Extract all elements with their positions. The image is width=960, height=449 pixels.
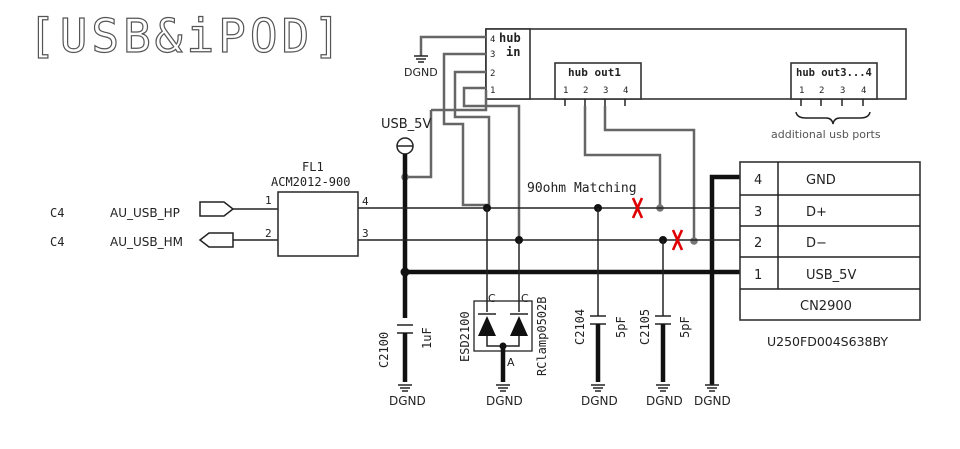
hub-in-pin3-wire: [442, 52, 489, 208]
hm-net-label: AU_USB_HM: [110, 235, 183, 249]
cut-marker-dminus: [671, 229, 684, 251]
hm-port-arrow: [198, 232, 234, 248]
hub-in-pin-4: 4: [490, 35, 495, 45]
cn-pin-name-gnd: GND: [806, 173, 836, 188]
c2104-value: 5pF: [614, 316, 628, 338]
c2100-value: 1uF: [420, 327, 434, 349]
fl1-body: [277, 191, 359, 257]
fl1-pin4: 4: [362, 195, 369, 208]
cn-pin-num-1: 1: [754, 268, 762, 283]
junction-dminus-rework: [690, 237, 698, 245]
esd-diode-2: [510, 316, 528, 336]
hub-out34-pin-1: 1: [799, 86, 804, 96]
dgnd-symbol-esd: DGND: [486, 384, 523, 408]
c2100-capacitor: C2100 1uF: [377, 324, 434, 382]
dgnd-symbol-c2104: DGND: [581, 384, 618, 408]
hub-gnd-wire: [419, 35, 486, 56]
hub-in-pin-3: 3: [490, 50, 495, 60]
hub-in-pin2-wire: [453, 70, 491, 208]
cn-pin-num-2: 2: [754, 236, 762, 251]
hub-in-port: [485, 28, 531, 100]
esd-ref: ESD2100: [458, 311, 472, 362]
c2104-ref: C2104: [573, 309, 587, 345]
hub-out34-pin-3: 3: [840, 86, 845, 96]
cn-pin-num-4: 4: [754, 173, 762, 188]
hub-usb5v-wire: [405, 110, 433, 179]
hub-out1-pin-3: 3: [603, 86, 608, 96]
hp-port-arrow: [199, 201, 235, 217]
cn-pin-name-dplus: D+: [806, 205, 827, 220]
hp-net-label: AU_USB_HP: [110, 206, 180, 220]
c2104-capacitor: C2104 5pF: [573, 208, 628, 382]
hub-out1-port: [554, 62, 642, 100]
hub-out34-pin-2: 2: [819, 86, 824, 96]
dgnd-symbol-connector: DGND: [694, 384, 731, 408]
hub-out34-label: hub out3...4: [796, 67, 872, 79]
svg-text:DGND: DGND: [646, 394, 683, 408]
c2105-value: 5pF: [678, 316, 692, 338]
esd-diode-1: [478, 316, 496, 336]
hp-sheet-ref: C4: [50, 206, 64, 220]
svg-text:DGND: DGND: [694, 394, 731, 408]
hub-out34-pin-4: 4: [861, 86, 866, 96]
hub-out34-port: [790, 62, 878, 100]
hub-in-label-1: hub: [499, 31, 521, 45]
fl1-pin1: 1: [265, 194, 272, 207]
cn-part-number: U250FD004S638BY: [767, 334, 888, 349]
hub-out1-pin-4: 4: [623, 86, 628, 96]
hub-out1-pin-2: 2: [583, 86, 588, 96]
hub-in-pin-1: 1: [490, 86, 495, 96]
additional-ports-label: additional usb ports: [771, 128, 881, 141]
matching-note: 90ohm Matching: [527, 181, 637, 196]
hub-in-label-2: in: [506, 45, 520, 59]
additional-ports-brace: [795, 111, 871, 125]
fl1-ref: FL1: [302, 160, 324, 174]
hub-block: hub in 4 3 2 1 hub out1 1 2 3 4 hub out3…: [485, 28, 907, 141]
hub-out1-pin-1: 1: [563, 86, 568, 96]
svg-text:DGND: DGND: [581, 394, 618, 408]
esd-anode: A: [507, 356, 515, 369]
cn-ref: CN2900: [800, 299, 852, 314]
gnd-rail: [709, 174, 740, 385]
svg-text:DGND: DGND: [486, 394, 523, 408]
dgnd-symbol-c2105: DGND: [646, 384, 683, 408]
hub-out1-dminus-wire: [603, 106, 696, 241]
dgnd-label: DGND: [404, 66, 438, 79]
esd-cathode-2: C: [521, 292, 529, 305]
hm-sheet-ref: C4: [50, 235, 64, 249]
dgnd-symbol-c2100: DGND: [389, 384, 426, 408]
cn-pin-name-dminus: D−: [806, 236, 827, 251]
fl1-pin3: 3: [362, 227, 369, 240]
schematic-title: [USB&iPOD]: [28, 9, 345, 63]
usb5v-net-label: USB_5V: [381, 117, 431, 132]
cn-pin-name-usb5v: USB_5V: [806, 268, 856, 283]
c2100-ref: C2100: [377, 332, 391, 368]
esd2100-diode-array: C C A ESD2100 RClamp0502B: [458, 208, 549, 382]
hub-in-pin1-wire: [462, 86, 521, 240]
junction-usb5v-rail: [400, 267, 410, 277]
dgnd-symbol-hub: DGND: [404, 55, 438, 79]
cut-marker-dplus: [631, 197, 644, 219]
esd-part: RClamp0502B: [535, 297, 549, 376]
hub-out1-dplus-wire: [583, 106, 662, 208]
c2105-capacitor: C2105 5pF: [638, 240, 692, 382]
fl1-part: ACM2012-900: [271, 175, 350, 189]
c2105-ref: C2105: [638, 309, 652, 345]
hub-pwr-link: [431, 90, 488, 112]
cn-pin-num-3: 3: [754, 205, 762, 220]
usb5v-rail: [402, 154, 740, 275]
svg-text:DGND: DGND: [389, 394, 426, 408]
hub-in-pin-2: 2: [490, 69, 495, 79]
cn2900-connector: 4 GND 3 D+ 2 D− 1 USB_5V CN2900: [739, 161, 921, 321]
hub-out1-label: hub out1: [568, 66, 621, 79]
fl1-pin2: 2: [265, 227, 272, 240]
esd-cathode-1: C: [488, 292, 496, 305]
